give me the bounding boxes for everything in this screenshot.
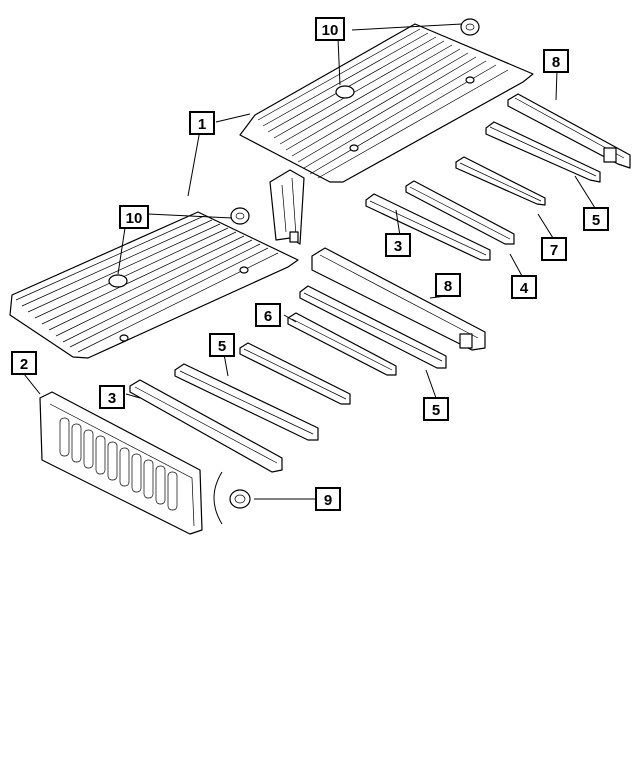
vertical-bracket bbox=[269, 169, 305, 245]
svg-text:2: 2 bbox=[20, 356, 28, 373]
callout-8-upper: 8 bbox=[543, 49, 569, 73]
upper-drain-plug bbox=[460, 18, 480, 36]
svg-text:1: 1 bbox=[198, 116, 206, 133]
svg-text:5: 5 bbox=[218, 338, 226, 355]
crossmember-5-lower bbox=[239, 342, 351, 405]
callout-4: 4 bbox=[511, 275, 537, 299]
svg-text:8: 8 bbox=[444, 278, 452, 295]
svg-text:5: 5 bbox=[592, 212, 600, 229]
svg-text:10: 10 bbox=[126, 210, 143, 227]
crossmember-3-upper bbox=[365, 193, 491, 261]
svg-text:9: 9 bbox=[324, 492, 332, 509]
svg-text:10: 10 bbox=[322, 22, 339, 39]
callout-3-upper: 3 bbox=[385, 233, 411, 257]
callout-1: 1 bbox=[189, 111, 215, 135]
callout-8-lower: 8 bbox=[435, 273, 461, 297]
upper-floor-pan bbox=[239, 23, 534, 183]
crossmember-8-upper bbox=[507, 93, 631, 169]
callout-6: 6 bbox=[255, 303, 281, 327]
callout-3-lower: 3 bbox=[99, 385, 125, 409]
callout-5-lower: 5 bbox=[209, 333, 235, 357]
crossmember-7 bbox=[455, 156, 546, 206]
svg-text:7: 7 bbox=[550, 242, 558, 259]
svg-text:4: 4 bbox=[520, 280, 529, 297]
crossmember-3-lower bbox=[129, 379, 283, 473]
svg-text:6: 6 bbox=[264, 308, 272, 325]
callout-2: 2 bbox=[11, 351, 37, 375]
svg-text:3: 3 bbox=[108, 390, 116, 407]
callout-5-middle: 5 bbox=[423, 397, 449, 421]
callout-5-upper: 5 bbox=[583, 207, 609, 231]
crossmember-8-lower bbox=[311, 247, 486, 351]
svg-text:5: 5 bbox=[432, 402, 440, 419]
lower-drain-plug bbox=[230, 207, 250, 225]
callout-10-upper: 10 bbox=[315, 17, 345, 41]
crossmember-5-upper bbox=[485, 121, 601, 183]
tailgate bbox=[39, 391, 203, 535]
svg-text:8: 8 bbox=[552, 54, 560, 71]
callout-7: 7 bbox=[541, 237, 567, 261]
crossmember-6 bbox=[287, 312, 397, 376]
lower-floor-pan bbox=[9, 211, 299, 359]
svg-text:3: 3 bbox=[394, 238, 402, 255]
leader-lines bbox=[23, 23, 596, 500]
crossmember-5-front bbox=[174, 363, 319, 441]
crossmember-5-middle bbox=[299, 285, 447, 369]
callout-10-lower: 10 bbox=[119, 205, 149, 229]
grommet bbox=[213, 471, 251, 525]
callout-9: 9 bbox=[315, 487, 341, 511]
crossmember-4 bbox=[405, 180, 515, 245]
floor-plug-hole bbox=[335, 85, 355, 99]
